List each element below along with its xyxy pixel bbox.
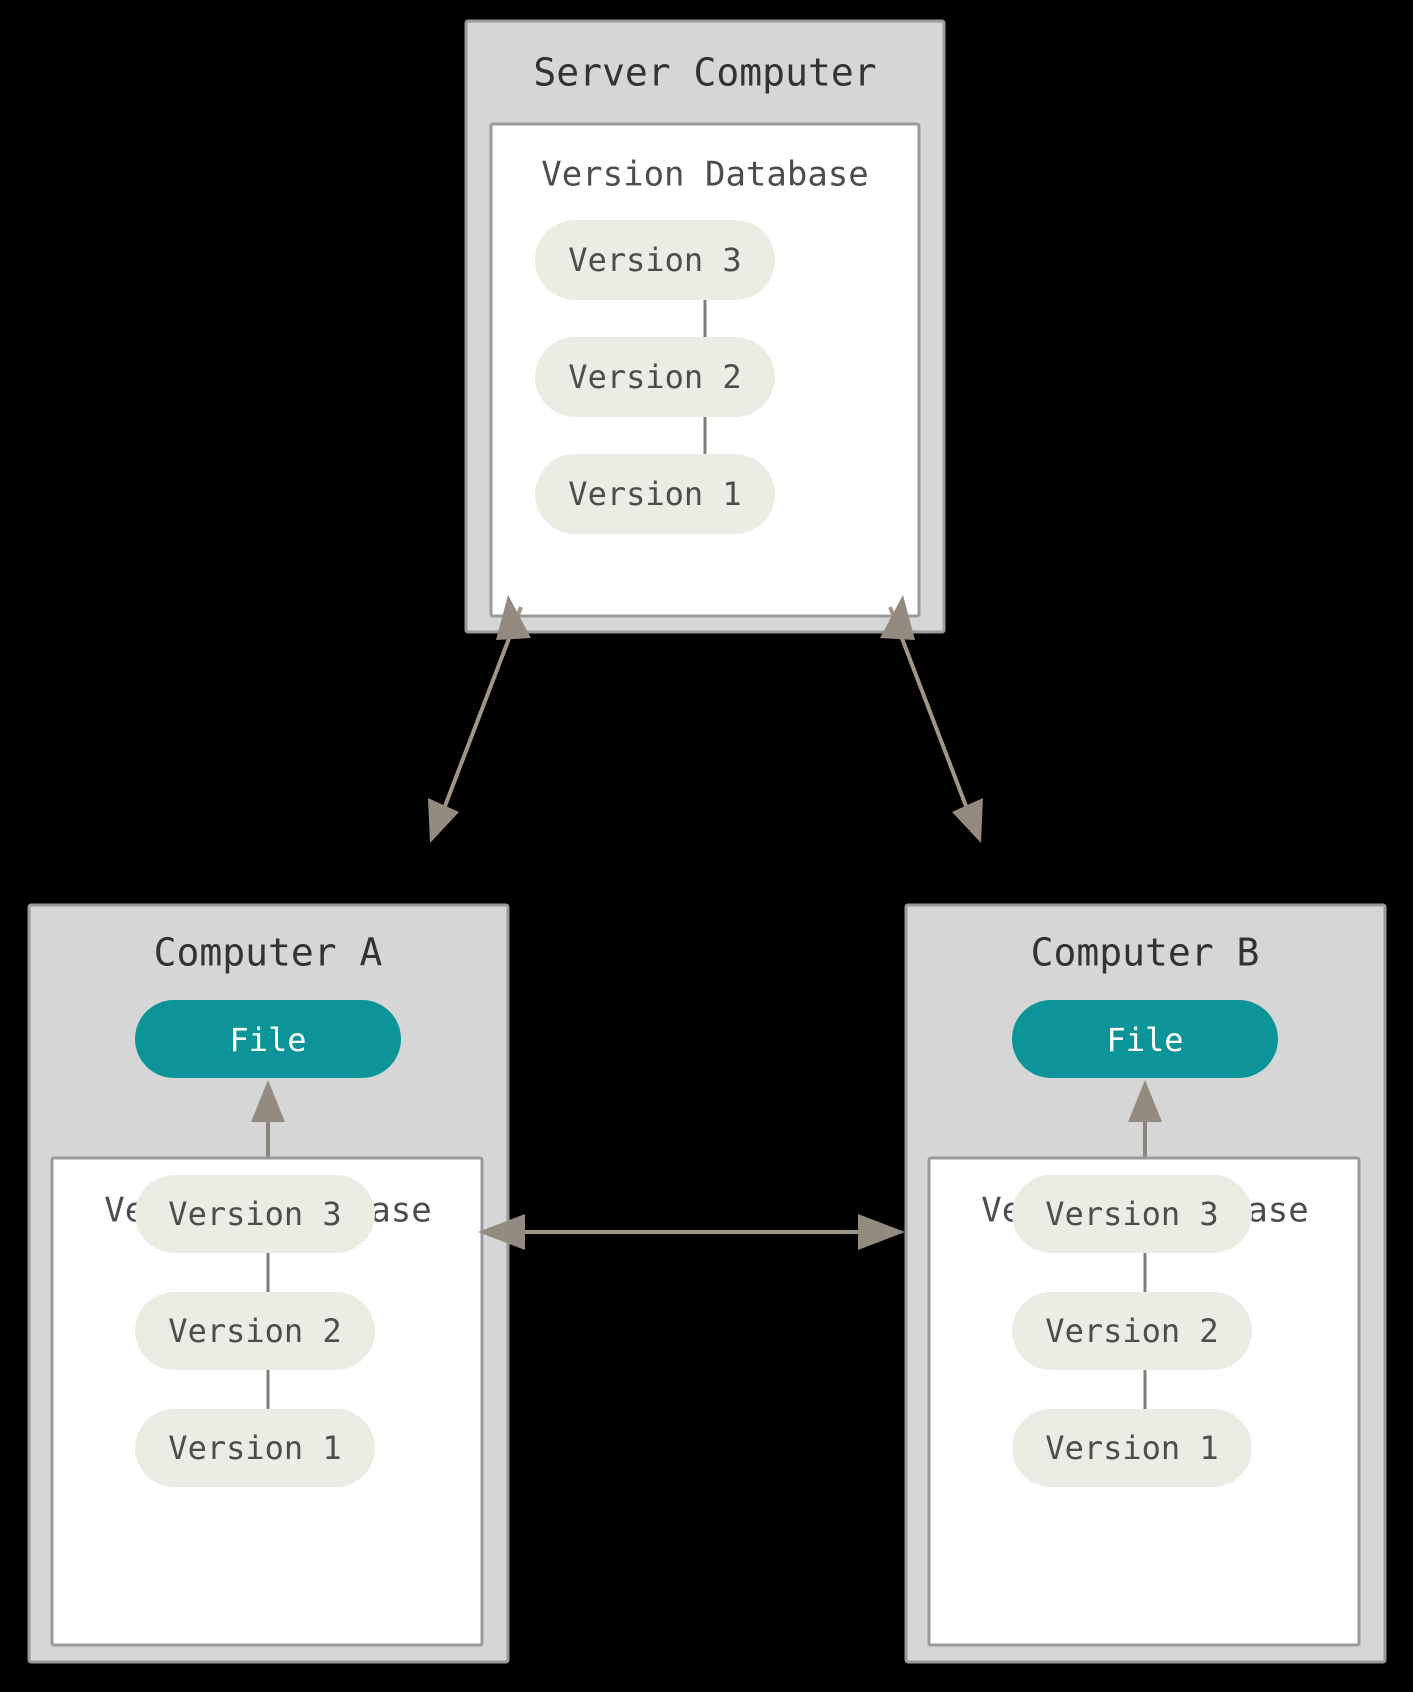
computer-a-version-pill-3 <box>135 1175 375 1253</box>
server-version-label-2: Version 2 <box>568 358 741 396</box>
computer-b-file-node[interactable]: File <box>1012 1000 1278 1078</box>
computer-b-version-label-3: Version 3 <box>1045 1195 1218 1233</box>
computer-a-file-node[interactable]: File <box>135 1000 401 1078</box>
server-computer-box[interactable]: Server Computer Version Database Version… <box>464 19 946 634</box>
computer-a-version-database[interactable]: Version Database Version 3 Version 2 Ver… <box>50 1156 484 1647</box>
link-computer-a-db-to-file <box>251 1080 285 1160</box>
server-version-pill-2 <box>535 337 775 417</box>
computer-b-version-label-1: Version 1 <box>1045 1429 1218 1467</box>
computer-a-version-pill-1 <box>135 1409 375 1487</box>
server-version-node-1[interactable]: Version 1 <box>535 454 775 534</box>
link-computer-a-computer-b-arrowhead-right <box>858 1214 905 1250</box>
server-version-database-label: Version Database <box>541 155 869 195</box>
computer-b-box[interactable]: Computer B File Version Database Version… <box>904 903 1387 1664</box>
computer-a-version-label-1: Version 1 <box>168 1429 341 1467</box>
link-computer-a-computer-b-arrowhead-left <box>478 1214 525 1250</box>
server-version-label-3: Version 3 <box>568 241 741 279</box>
computer-b-version-node-2[interactable]: Version 2 <box>1012 1292 1252 1370</box>
computer-b-version-node-1[interactable]: Version 1 <box>1012 1409 1252 1487</box>
link-server-computer-a-line <box>435 606 523 828</box>
server-computer-title: Server Computer <box>533 51 876 95</box>
computer-a-version-node-1[interactable]: Version 1 <box>135 1409 375 1487</box>
link-computer-a-computer-b[interactable] <box>478 1214 905 1250</box>
computer-b-file-label: File <box>1106 1021 1183 1059</box>
link-computer-b-db-to-file-arrowhead <box>1128 1080 1162 1122</box>
server-version-node-3[interactable]: Version 3 <box>535 220 775 300</box>
server-version-node-2[interactable]: Version 2 <box>535 337 775 417</box>
computer-b-version-label-2: Version 2 <box>1045 1312 1218 1350</box>
link-server-computer-b-line <box>888 606 976 828</box>
computer-a-version-node-2[interactable]: Version 2 <box>135 1292 375 1370</box>
computer-b-version-database[interactable]: Version Database Version 3 Version 2 Ver… <box>927 1156 1361 1647</box>
server-version-label-1: Version 1 <box>568 475 741 513</box>
link-computer-b-db-to-file <box>1128 1080 1162 1160</box>
computer-b-version-pill-2 <box>1012 1292 1252 1370</box>
link-computer-a-db-to-file-arrowhead <box>251 1080 285 1122</box>
link-server-computer-b[interactable] <box>880 595 983 843</box>
link-server-computer-a[interactable] <box>428 595 531 843</box>
computer-a-title: Computer A <box>154 931 383 975</box>
computer-b-file-pill <box>1012 1000 1278 1078</box>
link-server-computer-a-arrowhead-up <box>496 595 531 640</box>
server-version-database[interactable]: Version Database Version 3 Version 2 <box>489 122 921 618</box>
computer-a-version-label-3: Version 3 <box>168 1195 341 1233</box>
server-version-pill-3 <box>535 220 775 300</box>
link-server-computer-b-arrowhead-up <box>880 595 915 640</box>
computer-b-version-node-3[interactable]: Version 3 <box>1012 1175 1252 1253</box>
computer-b-version-pill-3 <box>1012 1175 1252 1253</box>
computer-a-version-node-3[interactable]: Version 3 <box>135 1175 375 1253</box>
computer-a-file-pill <box>135 1000 401 1078</box>
link-server-computer-b-arrowhead-down <box>952 798 983 843</box>
computer-a-file-label: File <box>229 1021 306 1059</box>
computer-a-box[interactable]: Computer A File Version Database Versio <box>27 903 510 1664</box>
computer-a-version-label-2: Version 2 <box>168 1312 341 1350</box>
link-server-computer-a-arrowhead-down <box>428 798 459 843</box>
computer-b-title: Computer B <box>1031 931 1260 975</box>
computer-a-version-pill-2 <box>135 1292 375 1370</box>
computer-b-version-pill-1 <box>1012 1409 1252 1487</box>
server-version-pill-1 <box>535 454 775 534</box>
